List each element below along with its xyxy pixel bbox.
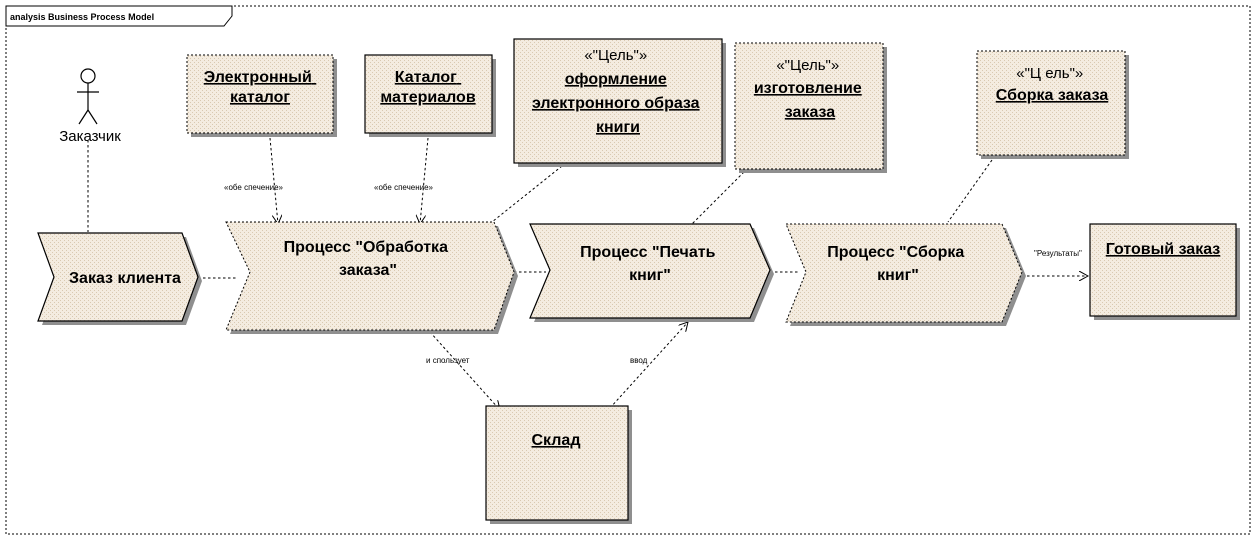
goal-order-assembly[interactable]: «"Ц ель"» Сборка заказа (976, 50, 1129, 159)
process-book-assembly-label: Процесс "Сборка книг" (827, 244, 969, 284)
resource-warehouse-label: Склад (532, 432, 581, 449)
resource-materials-catalog-label: Каталог материалов (380, 69, 475, 106)
result-label: "Результаты" (1034, 249, 1082, 258)
uses-label: и спользует (426, 356, 470, 365)
goal-order-assembly-label: «"Ц ель"» Сборка заказа (996, 65, 1109, 104)
goal-layout-connector (491, 165, 563, 223)
goal-book-layout[interactable]: «"Цель"» оформление электронного образа … (513, 38, 726, 167)
support-label-catalog: «обе спечение» (224, 183, 284, 192)
actor-customer[interactable]: Заказчик (59, 68, 121, 145)
input-connector (609, 322, 688, 409)
frame-title-tab (5, 5, 233, 27)
support-label-materials: «обе спечение» (374, 183, 434, 192)
resource-ready-order[interactable]: Готовый заказ (1089, 223, 1240, 320)
input-label: ввод (630, 356, 648, 365)
resource-electronic-catalog[interactable]: Электронный каталог (186, 54, 337, 137)
goal-book-layout-label: «"Цель"» оформление электронного образа … (532, 47, 704, 136)
goal-order-production-label: «"Цель"» изготовление заказа (754, 57, 866, 121)
resource-electronic-catalog-label: Электронный каталог (204, 69, 317, 106)
process-book-printing-label: Процесс "Печать книг" (580, 244, 720, 284)
uses-connector (429, 331, 500, 410)
process-book-assembly[interactable]: Процесс "Сборка книг" (785, 223, 1026, 326)
diagram-frame (5, 5, 1251, 535)
frame-title: analysis Business Process Model (10, 12, 154, 22)
goal-order-production[interactable]: «"Цель"» изготовление заказа (734, 42, 887, 173)
resource-warehouse[interactable]: Склад (485, 405, 632, 524)
process-order-processing-label: Процесс "Обработка заказа" (284, 239, 453, 279)
connectors (87, 137, 1088, 410)
resource-materials-catalog[interactable]: Каталог материалов (364, 54, 496, 137)
support-connector-materials (420, 137, 429, 224)
resource-ready-order-label: Готовый заказ (1106, 241, 1221, 258)
goal-production-connector (691, 171, 745, 225)
process-client-order[interactable]: Заказ клиента (37, 232, 202, 325)
process-client-order-label: Заказ клиента (69, 270, 181, 287)
actor-label: Заказчик (59, 128, 121, 145)
support-connector-catalog (269, 137, 278, 224)
process-order-processing[interactable]: Процесс "Обработка заказа" (225, 221, 518, 334)
process-book-printing[interactable]: Процесс "Печать книг" (529, 223, 774, 322)
actor-head-icon (80, 68, 96, 84)
goal-assembly-connector (947, 159, 993, 223)
